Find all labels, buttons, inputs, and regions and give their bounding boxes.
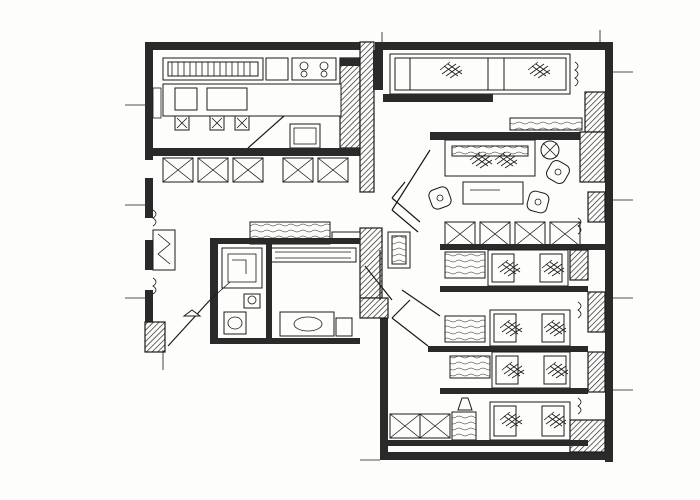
chair-icon — [209, 115, 225, 131]
bathroom — [167, 244, 353, 347]
bedroom-lower — [391, 291, 606, 352]
coffee-table — [462, 181, 524, 205]
chair-icon — [234, 115, 250, 131]
sofa — [444, 139, 536, 177]
shower-tray — [221, 247, 263, 289]
outer-walls — [144, 42, 613, 462]
living-room — [391, 131, 606, 250]
stove-icon — [299, 61, 329, 78]
dimension-ticks — [125, 30, 633, 461]
kitchen-door-swing — [247, 115, 285, 149]
armchair-icon — [526, 190, 550, 214]
radiator-icon — [577, 217, 582, 235]
living-cabinet-row — [444, 221, 581, 247]
radiator-icon — [577, 301, 582, 319]
armchair-icon — [546, 160, 570, 184]
radiator-icon — [574, 61, 579, 87]
chair-icon — [174, 115, 190, 131]
radiator-icon — [152, 277, 157, 295]
bedroom-top — [383, 53, 606, 133]
kitchen — [152, 57, 367, 183]
radiator-icon — [152, 87, 162, 119]
armchair-icon — [428, 186, 452, 210]
sink-icon — [223, 311, 247, 335]
bedroom-bottom — [388, 351, 606, 453]
kitchen-cabinet-row — [162, 157, 349, 183]
bedroom-middle — [440, 249, 589, 292]
bathroom-door-swing — [167, 299, 211, 347]
toilet-icon — [243, 293, 261, 309]
door-swings — [391, 181, 441, 317]
washbasin-icon — [279, 311, 335, 337]
lamp-icon — [457, 397, 473, 411]
radiator-icon — [152, 209, 157, 227]
radiator-icon — [577, 397, 582, 415]
dish-rack-icon — [167, 61, 259, 77]
stool-icon — [182, 309, 202, 317]
corridor — [152, 209, 411, 301]
